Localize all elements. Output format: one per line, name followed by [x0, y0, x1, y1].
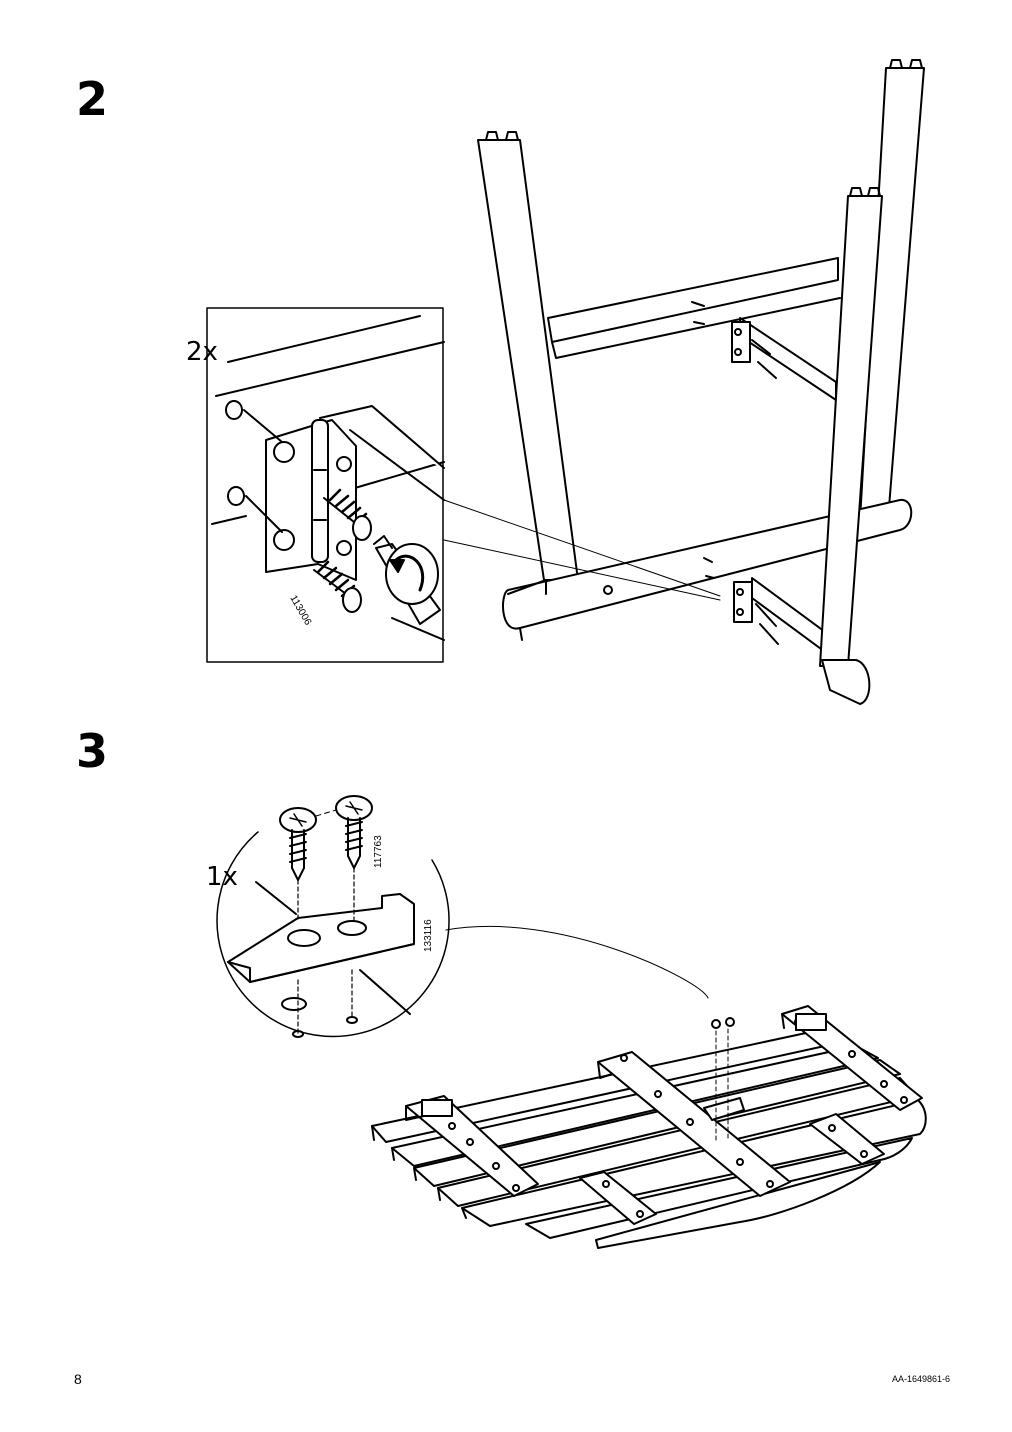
hinge-detail-inset: [207, 308, 444, 662]
wedge-detail-inset: [217, 796, 708, 1037]
step-number: 2: [76, 72, 109, 126]
quantity-label: 2x: [186, 337, 218, 367]
step-number: 3: [76, 724, 109, 778]
chair-frame-illustration: [478, 60, 924, 704]
table-top-illustration: [372, 1006, 926, 1248]
part-number: 133116: [423, 919, 434, 952]
document-id: AA-1649861-6: [891, 1374, 950, 1384]
quantity-label: 1x: [206, 862, 238, 892]
part-number: 117763: [373, 835, 384, 868]
page-number: 8: [74, 1371, 82, 1387]
